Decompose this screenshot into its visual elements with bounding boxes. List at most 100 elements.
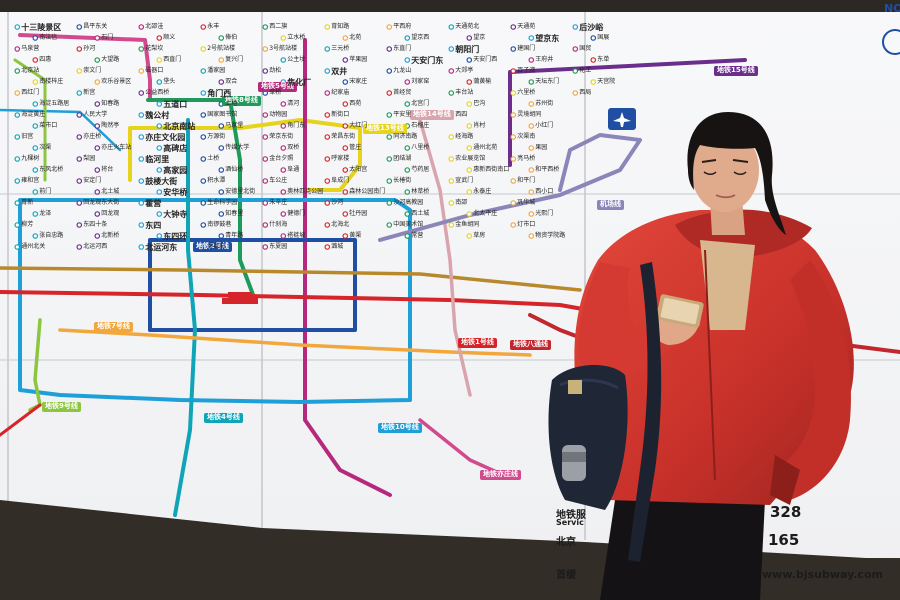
station-dot bbox=[324, 46, 331, 52]
station-dot bbox=[262, 112, 269, 118]
line-5 bbox=[303, 38, 392, 497]
station-dot bbox=[466, 123, 473, 129]
website-text: www.bjsubway.com bbox=[762, 568, 883, 581]
station-dot bbox=[156, 57, 163, 63]
station-dot bbox=[76, 178, 83, 184]
station-dot bbox=[280, 189, 287, 195]
station-dot bbox=[156, 233, 163, 239]
station-dot bbox=[218, 211, 225, 217]
station-dot bbox=[324, 244, 331, 250]
station-dot bbox=[138, 222, 145, 228]
station-dot bbox=[404, 79, 411, 85]
station-dot bbox=[466, 101, 473, 107]
station-dot bbox=[76, 90, 83, 96]
station-dot bbox=[386, 222, 393, 228]
line-changping bbox=[18, 33, 152, 102]
station-dot bbox=[510, 24, 517, 30]
station-dot bbox=[448, 134, 455, 140]
station-dot bbox=[200, 156, 207, 162]
station-dot bbox=[386, 24, 393, 30]
station-dot bbox=[32, 79, 39, 85]
station-dot bbox=[94, 167, 101, 173]
station-dot bbox=[528, 189, 535, 195]
station-dot bbox=[94, 57, 101, 63]
station-dot bbox=[200, 134, 207, 140]
station-dot bbox=[572, 46, 579, 52]
station-dot bbox=[528, 145, 535, 151]
station-dot bbox=[14, 178, 21, 184]
station-dot bbox=[404, 123, 411, 129]
station-dot bbox=[404, 189, 411, 195]
station-dot bbox=[218, 145, 225, 151]
line-6 bbox=[0, 266, 582, 292]
station-dot bbox=[324, 222, 331, 228]
station-dot bbox=[156, 145, 163, 151]
station-dot bbox=[94, 189, 101, 195]
station-dot bbox=[280, 101, 287, 107]
station-dot bbox=[200, 24, 207, 30]
station-dot bbox=[14, 222, 21, 228]
woman-figure bbox=[548, 112, 854, 600]
station-dot bbox=[510, 68, 517, 74]
station-dot bbox=[510, 222, 517, 228]
station-dot bbox=[94, 145, 101, 151]
face bbox=[691, 128, 759, 212]
station-dot bbox=[528, 35, 535, 41]
station-dot bbox=[280, 167, 287, 173]
station-dot bbox=[448, 200, 455, 206]
station-dot bbox=[76, 46, 83, 52]
station-dot bbox=[138, 68, 145, 74]
station-dot bbox=[262, 90, 269, 96]
station-dot bbox=[448, 24, 455, 30]
station-dot bbox=[342, 167, 349, 173]
station-dot bbox=[404, 233, 411, 239]
station-dot bbox=[324, 178, 331, 184]
station-dot bbox=[76, 156, 83, 162]
station-dot bbox=[94, 35, 101, 41]
line-2 bbox=[148, 238, 357, 332]
station-dot bbox=[200, 222, 207, 228]
info-line-3: 北京 bbox=[556, 537, 576, 548]
station-dot bbox=[466, 145, 473, 151]
station-dot bbox=[218, 79, 225, 85]
station-dot bbox=[32, 233, 39, 239]
station-dot bbox=[466, 233, 473, 239]
water-bottle bbox=[562, 445, 586, 481]
station-dot bbox=[94, 101, 101, 107]
station-dot bbox=[448, 156, 455, 162]
station-dot bbox=[156, 101, 163, 107]
line-7 bbox=[58, 328, 532, 357]
station-dot bbox=[262, 222, 269, 228]
station-dot bbox=[324, 68, 331, 74]
hair bbox=[687, 112, 786, 235]
station-dot bbox=[218, 57, 225, 63]
line-15 bbox=[508, 58, 747, 167]
station-dot bbox=[14, 90, 21, 96]
line-14 bbox=[418, 118, 472, 397]
station-dot bbox=[528, 211, 535, 217]
station-dot bbox=[138, 134, 145, 140]
info-line-4: 首缓 bbox=[556, 570, 576, 581]
station-dot bbox=[448, 178, 455, 184]
station-dot bbox=[572, 24, 579, 30]
station-dot bbox=[386, 134, 393, 140]
station-dot bbox=[218, 123, 225, 129]
station-dot bbox=[14, 46, 21, 52]
info-number-1: 328 bbox=[770, 503, 802, 521]
station-dot bbox=[466, 167, 473, 173]
station-dot bbox=[404, 101, 411, 107]
subway-lines bbox=[0, 33, 900, 517]
station-dot bbox=[32, 145, 39, 151]
station-dot bbox=[572, 68, 579, 74]
station-dot bbox=[218, 167, 225, 173]
station-dot bbox=[280, 123, 287, 129]
station-dot bbox=[342, 79, 349, 85]
station-dot bbox=[342, 233, 349, 239]
station-dot bbox=[156, 211, 163, 217]
station-dot bbox=[510, 112, 517, 118]
station-dot bbox=[76, 200, 83, 206]
station-dot bbox=[200, 112, 207, 118]
station-dot bbox=[342, 189, 349, 195]
station-dot bbox=[466, 35, 473, 41]
